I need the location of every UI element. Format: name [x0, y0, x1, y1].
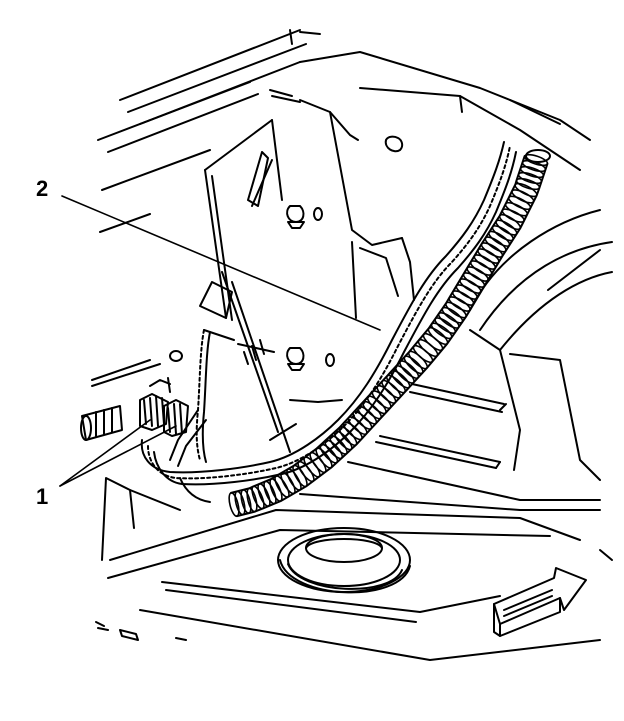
conduit-rib — [356, 404, 379, 426]
conduit-rib — [472, 252, 497, 271]
rear-shelf-lines — [98, 30, 590, 232]
conduit-rib — [458, 276, 483, 295]
conduit-rib — [462, 270, 487, 289]
conduit-rib — [447, 294, 472, 313]
conduit-rib — [250, 485, 267, 510]
conduit-rib — [494, 218, 519, 238]
conduit-rib — [380, 378, 403, 400]
conduit-rib — [272, 474, 291, 499]
conduit-rib — [268, 477, 285, 502]
conduit-rib — [278, 471, 297, 496]
conduit-rib — [491, 223, 516, 243]
conduit-rib — [337, 424, 359, 447]
conduit-rib — [227, 492, 241, 517]
conduit-rib — [398, 359, 421, 381]
spare-tire-well — [278, 528, 410, 592]
conduit-rib — [469, 258, 494, 277]
conduit-rib — [517, 170, 542, 185]
conduit-rib — [433, 315, 457, 335]
conduit-rib — [501, 207, 526, 225]
conduit-rib — [504, 200, 529, 218]
harness-connectors — [81, 378, 188, 440]
conduit-rib — [351, 409, 374, 431]
conduit-rib — [262, 480, 279, 505]
conduit-rib — [406, 349, 429, 371]
conduit-rib — [323, 438, 345, 461]
callout-1: 1 — [36, 484, 49, 509]
conduit-rib — [290, 464, 309, 489]
conduit-rib — [375, 383, 398, 405]
conduit-rib — [454, 282, 479, 301]
callout-2: 2 — [36, 176, 49, 201]
conduit-rib — [245, 487, 259, 512]
conduit-rib — [498, 212, 523, 232]
conduit-rib — [487, 229, 512, 249]
conduit-edge — [231, 156, 524, 493]
panel-fasteners — [170, 137, 402, 370]
conduit-rib — [384, 373, 407, 395]
conduit-rib — [284, 467, 303, 492]
conduit-edge — [237, 164, 548, 516]
conduit-rib — [429, 321, 453, 341]
convoluted-harness — [227, 150, 550, 517]
conduit-rib — [444, 300, 468, 320]
conduit-rib — [523, 152, 548, 167]
trunk-floor — [92, 360, 612, 660]
conduit-rib — [476, 246, 501, 265]
conduit-rib — [393, 363, 416, 385]
quarter-panel — [300, 210, 612, 510]
conduit-rib — [465, 264, 490, 283]
forward-direction-arrow — [494, 568, 586, 636]
conduit-rib — [365, 394, 388, 416]
conduit-rib — [480, 240, 505, 259]
conduit-rib — [515, 176, 540, 191]
conduit-rib — [440, 305, 464, 325]
conduit-rib — [239, 489, 253, 514]
conduit-rib — [513, 181, 538, 199]
conduit-rib — [437, 310, 461, 330]
partition-panel — [200, 100, 414, 452]
conduit-rib — [402, 354, 425, 376]
conduit-rib — [519, 164, 544, 179]
conduit-rib — [389, 368, 412, 390]
conduit-rib — [327, 433, 349, 456]
conduit-rib — [360, 399, 383, 421]
conduit-end-cap — [526, 150, 550, 162]
callout-leaders — [60, 196, 380, 486]
conduit-rib — [233, 490, 247, 515]
conduit-rib — [451, 288, 476, 307]
conduit-rib — [318, 442, 340, 465]
conduit-rib — [346, 415, 369, 437]
conduit-rib — [370, 389, 393, 411]
conduit-rib — [483, 235, 508, 255]
conduit-rib — [341, 420, 364, 442]
conduit-rib — [507, 194, 532, 212]
conduit-rib — [510, 187, 535, 205]
conduit-rib — [332, 429, 354, 452]
conduit-rib — [256, 482, 273, 507]
